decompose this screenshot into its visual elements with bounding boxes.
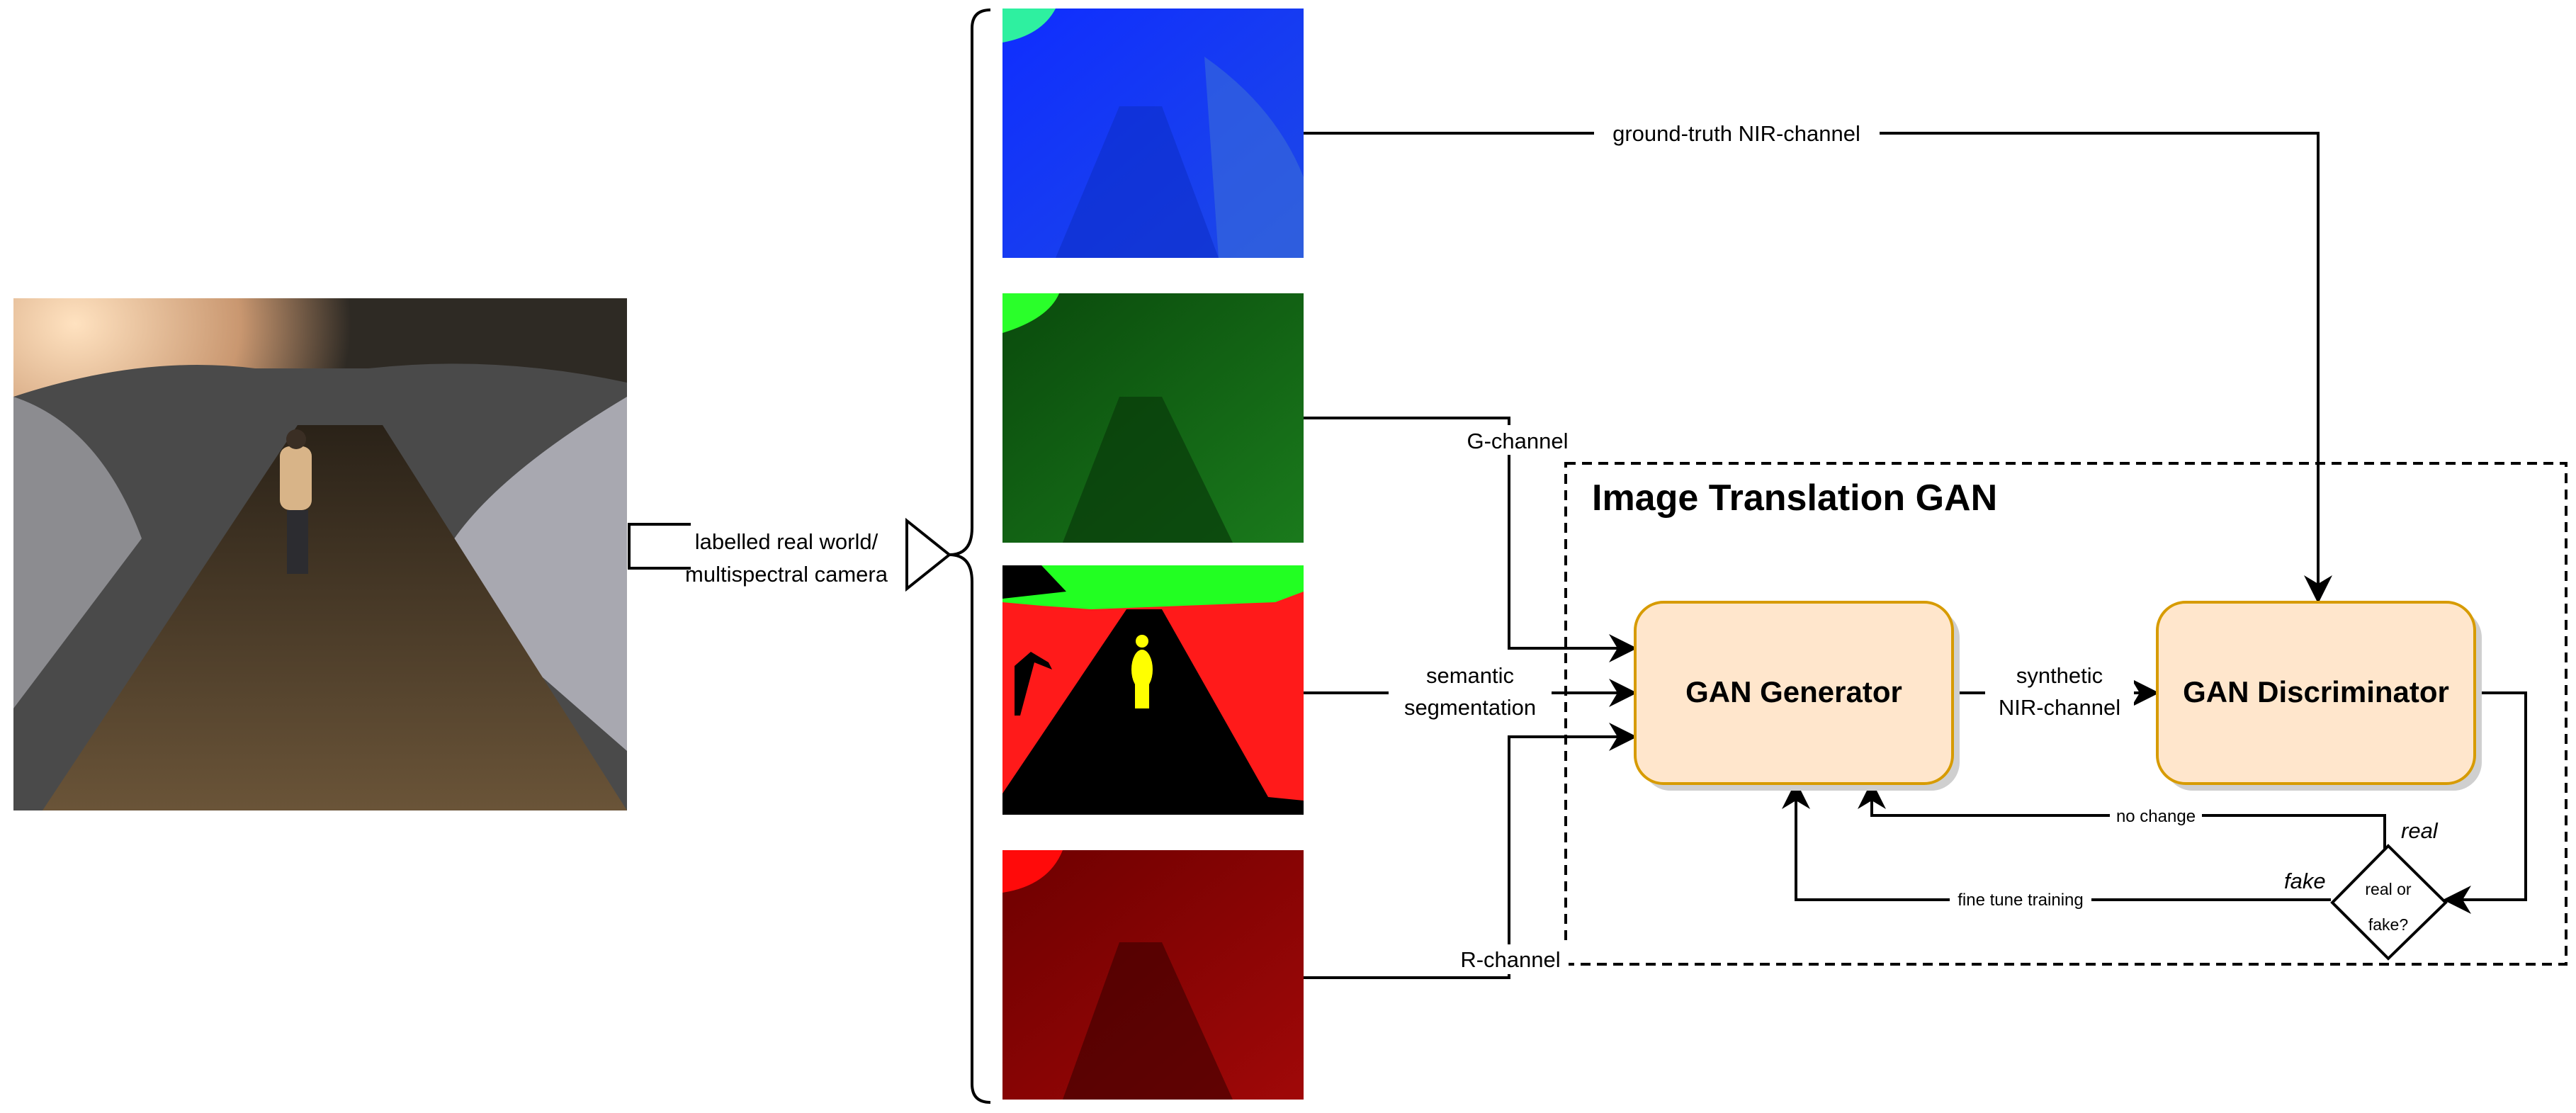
real-label: real — [2401, 818, 2439, 843]
fine-tune-label: fine tune training — [1958, 891, 2083, 910]
input-label-line1: labelled real world/ — [695, 529, 879, 554]
input-bracket — [628, 523, 691, 570]
gan-discriminator-label: GAN Discriminator — [2183, 675, 2449, 708]
fake-label: fake — [2284, 869, 2326, 893]
discriminator-output-line — [2443, 691, 2527, 914]
synthetic-label-line1: synthetic — [2016, 663, 2103, 688]
g-channel-label: G-channel — [1467, 429, 1568, 453]
g-channel-line — [1304, 417, 1637, 662]
decision-diamond: real or fake? — [2330, 844, 2448, 961]
synthetic-label-line2: NIR-channel — [1999, 695, 2120, 720]
no-change-label: no change — [2116, 807, 2196, 826]
input-photo — [13, 298, 627, 810]
g-channel-image — [1002, 293, 1304, 543]
decision-text-line1: real or — [2365, 880, 2412, 898]
segmentation-label-line2: segmentation — [1404, 695, 1536, 720]
decision-text-line2: fake? — [2368, 915, 2408, 934]
gan-group-title: Image Translation GAN — [1592, 478, 1997, 519]
fine-tune-line — [1782, 781, 2331, 901]
ground-truth-line — [1304, 132, 2332, 604]
r-channel-image — [1002, 850, 1304, 1100]
r-channel-line — [1304, 723, 1637, 979]
segmentation-label-line1: semantic — [1426, 663, 1514, 688]
r-channel-label: R-channel — [1460, 947, 1560, 972]
nir-channel-image — [1002, 9, 1304, 258]
brace-icon — [949, 9, 991, 1104]
gan-generator-label: GAN Generator — [1685, 675, 1902, 708]
ground-truth-label: ground-truth NIR-channel — [1612, 121, 1860, 146]
segmentation-image — [1002, 565, 1304, 815]
input-label-line2: multispectral camera — [685, 562, 888, 587]
input-arrow-icon — [905, 517, 952, 592]
gan-generator-node: GAN Generator — [1634, 601, 1960, 791]
gan-discriminator-node: GAN Discriminator — [2156, 601, 2482, 791]
